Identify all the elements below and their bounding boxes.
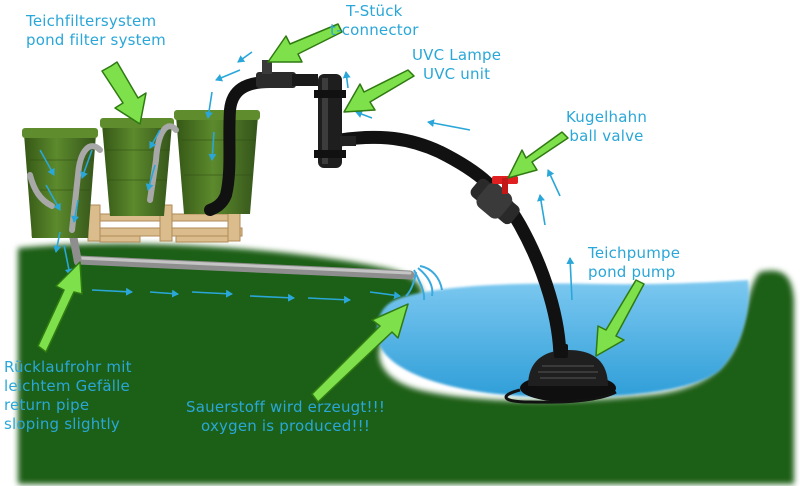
pointer-arrow-pump	[595, 279, 645, 357]
label-uvc-en: UVC unit	[423, 65, 491, 83]
uvc-lamp	[314, 74, 356, 168]
label-return-pipe-en2: sloping slightly	[4, 415, 120, 433]
label-oxygen-en: oxygen is produced!!!	[201, 417, 371, 435]
label-oxygen: Sauerstoff wird erzeugt!!! oxygen is pro…	[186, 398, 385, 436]
pointer-arrows	[37, 23, 645, 403]
t-connector	[256, 60, 318, 88]
label-ball-valve-de: Kugelhahn	[566, 108, 648, 126]
label-t-connector-en: t-connector	[330, 21, 419, 39]
pointer-arrow-uvc	[343, 69, 415, 113]
water-splash	[405, 265, 443, 301]
label-filter-system: Teichfiltersystem pond filter system	[26, 12, 166, 50]
label-pond-pump-en: pond pump	[588, 263, 676, 281]
label-uvc-de: UVC Lampe	[412, 46, 502, 64]
label-return-pipe-de2: leichtem Gefälle	[4, 377, 130, 395]
label-return-pipe-en1: return pipe	[4, 396, 90, 414]
label-pond-pump-de: Teichpumpe	[588, 244, 681, 262]
pointer-arrow-ball-valve	[507, 131, 569, 179]
ball-valve	[470, 176, 520, 225]
label-filter-system-de: Teichfiltersystem	[26, 12, 157, 30]
pointer-arrow-t-connector	[267, 23, 343, 63]
pointer-arrow-filter	[101, 61, 147, 125]
flow-arrows	[39, 51, 575, 304]
overflow-pipes	[27, 123, 179, 233]
label-return-pipe: Rücklaufrohr mit leichtem Gefälle return…	[4, 358, 132, 434]
ground	[18, 243, 794, 484]
label-ball-valve: Kugelhahn ball valve	[566, 108, 647, 146]
pond-pump	[504, 344, 617, 404]
label-ball-valve-en: ball valve	[569, 127, 644, 145]
pointer-arrow-return-pipe	[37, 261, 83, 353]
label-uvc: UVC Lampe UVC unit	[412, 46, 501, 84]
label-oxygen-de: Sauerstoff wird erzeugt!!!	[186, 398, 386, 416]
feed-hose	[204, 76, 276, 216]
label-filter-system-en: pond filter system	[26, 31, 166, 49]
label-pond-pump: Teichpumpe pond pump	[588, 244, 680, 282]
label-return-pipe-de1: Rücklaufrohr mit	[4, 358, 132, 376]
label-t-connector-de: T-Stück	[346, 2, 403, 20]
label-t-connector: T-Stück t-connector	[330, 2, 419, 40]
pointer-arrow-oxygen	[311, 303, 409, 403]
